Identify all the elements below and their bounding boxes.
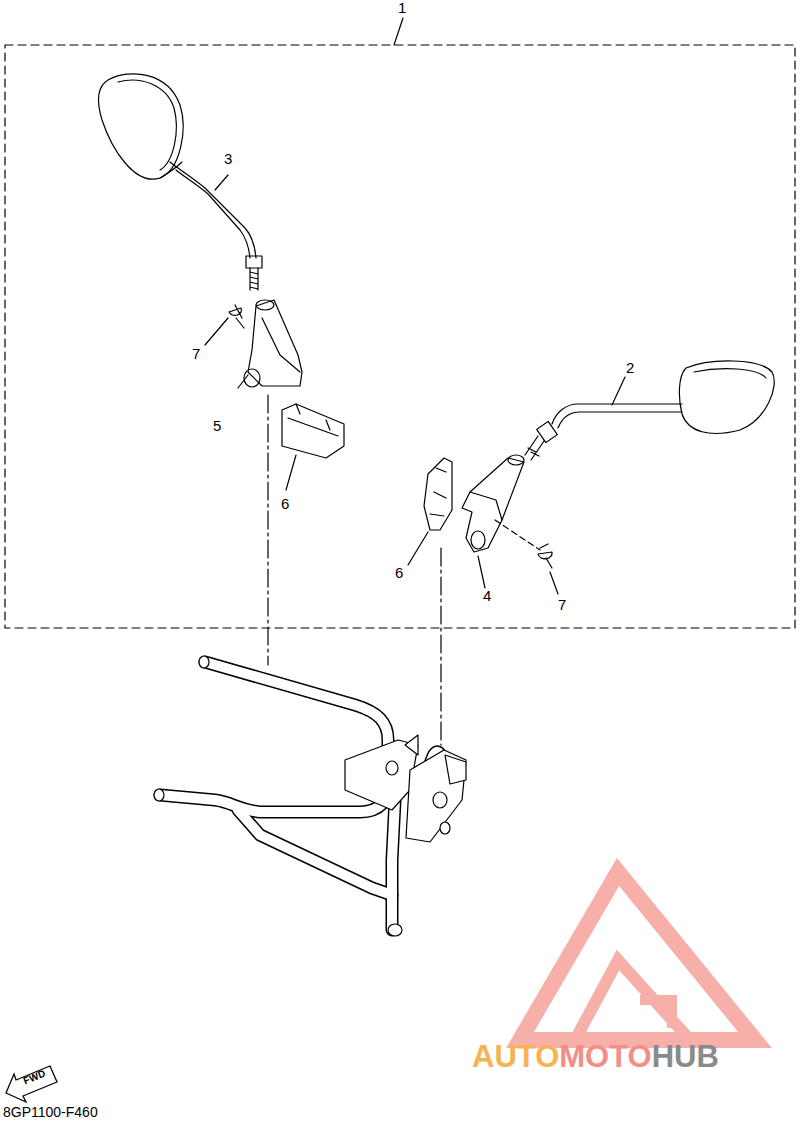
mounting-stay (154, 656, 466, 936)
center-line (440, 548, 441, 745)
callout-number: 7 (558, 597, 566, 612)
callout-number: 6 (395, 565, 403, 580)
callout-number: 4 (483, 588, 491, 603)
leader-line (394, 18, 403, 45)
right-bracket (408, 455, 558, 594)
right-mirror (525, 361, 774, 460)
center-line (267, 395, 268, 665)
forward-arrow (6, 1066, 57, 1102)
diagram-code: 8GP1100-F460 (3, 1105, 98, 1119)
callout-number: 3 (224, 151, 232, 166)
callout-number: 1 (398, 0, 406, 15)
watermark: HUB (652, 1041, 719, 1072)
watermark: MOTO (559, 1041, 651, 1072)
kit-boundary (5, 45, 795, 628)
callout-number: 6 (281, 496, 289, 511)
watermark-logo (520, 872, 755, 1040)
callout-number: 5 (213, 418, 221, 433)
watermark: AUTO (472, 1041, 559, 1072)
callout-number: 7 (192, 346, 200, 361)
callout-number: 2 (626, 360, 634, 375)
left-bracket (205, 300, 344, 490)
left-mirror (99, 74, 262, 290)
